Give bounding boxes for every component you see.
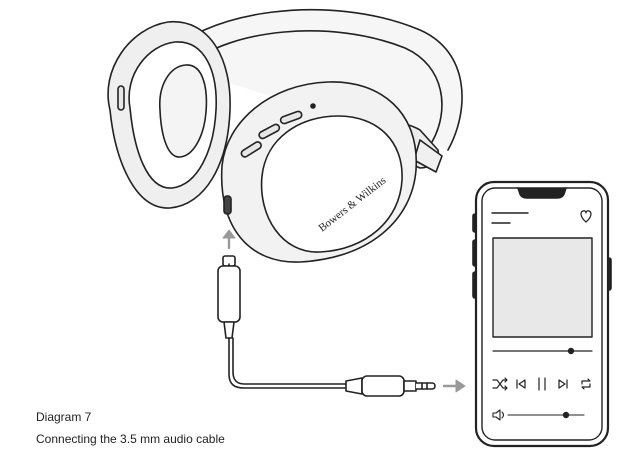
left-earcup — [107, 21, 231, 209]
heart-icon — [580, 210, 592, 223]
power-button-icon — [279, 110, 303, 125]
diagram-caption: Connecting the 3.5 mm audio cable — [36, 432, 225, 446]
playback-controls — [492, 377, 591, 391]
play-button-icon — [258, 123, 281, 140]
right-earcup — [220, 81, 443, 263]
smartphone — [472, 180, 612, 448]
pause-icon — [538, 377, 546, 391]
left-button-icon — [117, 85, 125, 111]
volume-icon — [492, 409, 505, 421]
volume-thumb — [562, 411, 570, 419]
cable-plug-headphone — [217, 255, 241, 339]
shuffle-icon — [492, 377, 508, 391]
audio-cable — [228, 337, 347, 389]
cable-plug-phone — [345, 375, 436, 397]
next-icon — [558, 379, 568, 389]
indicator-led-icon — [310, 103, 316, 109]
album-art — [492, 237, 593, 338]
volume-button-icon — [240, 141, 262, 158]
progress-thumb — [567, 347, 575, 355]
previous-icon — [516, 379, 526, 389]
connect-arrow-icon — [442, 379, 466, 393]
insert-arrow-icon — [222, 229, 236, 250]
diagram-number: Diagram 7 — [36, 410, 92, 424]
audio-jack-socket-icon — [223, 195, 232, 215]
repeat-icon — [581, 378, 591, 390]
